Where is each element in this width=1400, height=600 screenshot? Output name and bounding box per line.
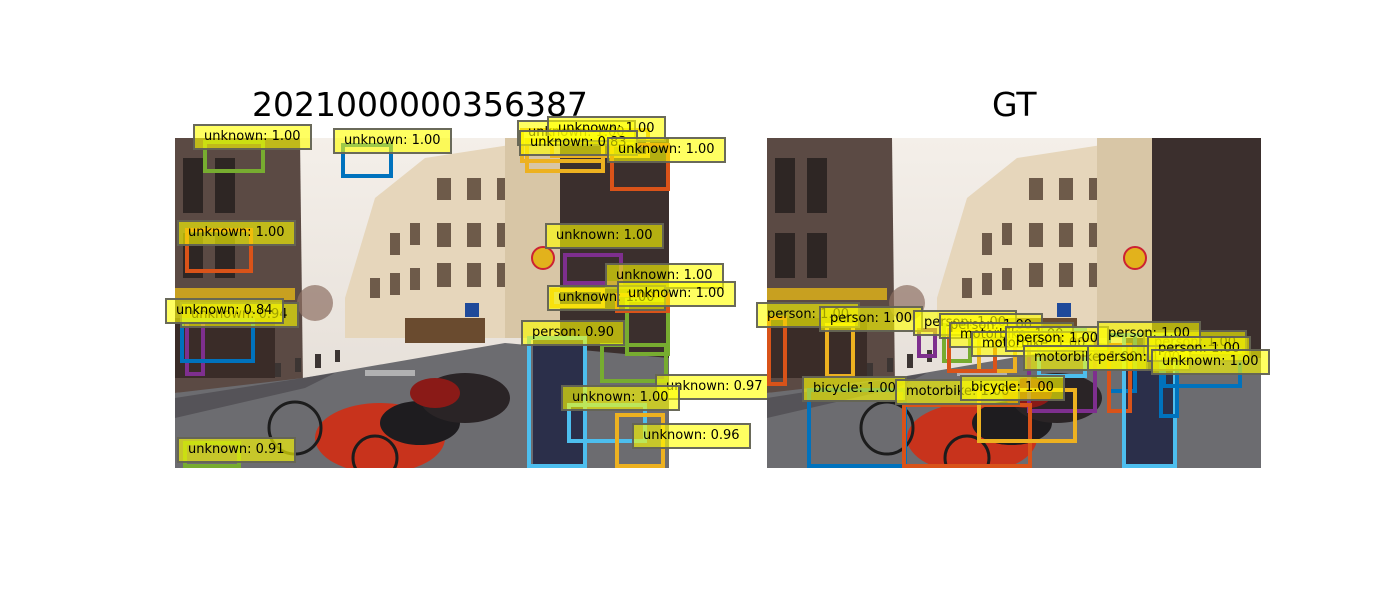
- detection-label: unknown: 1.00: [193, 124, 312, 150]
- detection-label: person: 1.00: [819, 306, 924, 332]
- detection-label: unknown: 0.91: [177, 437, 296, 463]
- detection-label: unknown: 1.00: [561, 385, 680, 411]
- detection-label: unknown: 0.96: [632, 423, 751, 449]
- detection-label: unknown: 1.00: [617, 281, 736, 307]
- bounding-box: [600, 343, 668, 383]
- detection-label: unknown: 1.00: [607, 137, 726, 163]
- bounding-box: [902, 403, 1032, 468]
- detection-label: unknown: 1.00: [333, 128, 452, 154]
- detection-label: unknown: 0.84: [165, 298, 284, 324]
- right-panel-title: GT: [992, 85, 1037, 124]
- detection-label: bicycle: 1.00: [960, 375, 1065, 401]
- detection-label: person: 0.90: [521, 320, 626, 346]
- detection-label: bicycle: 1.00: [802, 376, 907, 402]
- detection-label: unknown: 1.00: [1151, 349, 1270, 375]
- detection-label: unknown: 1.00: [545, 223, 664, 249]
- prediction-panel: unknown: 1.00 unknown: 1.00 unknown: 1.00 u…: [165, 116, 774, 468]
- prediction-overlay: unknown: 1.00 unknown: 1.00 unknown: 1.00 u…: [165, 116, 774, 468]
- detection-label: unknown: 1.00: [177, 220, 296, 246]
- left-panel-title: 2021000000356387: [252, 85, 588, 124]
